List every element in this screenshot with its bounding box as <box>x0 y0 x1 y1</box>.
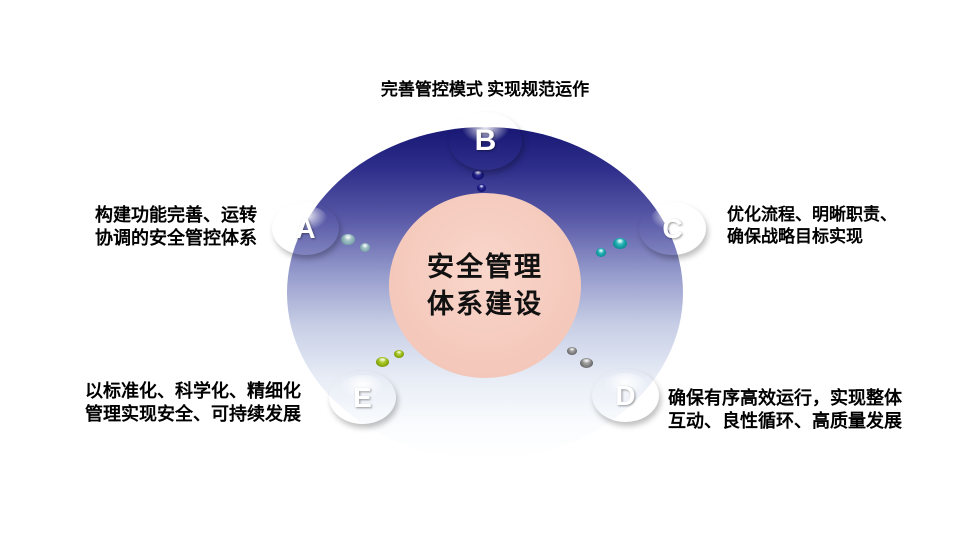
node-letter-b: B <box>474 124 497 157</box>
central-title-line-1: 安全管理 <box>427 252 543 283</box>
connector-dot-a-2 <box>360 243 370 252</box>
node-sphere-e: E <box>329 371 396 424</box>
central-title: 安全管理 体系建设 <box>427 249 543 322</box>
caption-e: 以标准化、科学化、精细化 管理实现安全、可持续发展 <box>74 380 312 427</box>
central-title-line-2: 体系建设 <box>427 288 543 319</box>
caption-a-line-1: 构建功能完善、运转 <box>95 205 257 225</box>
node-letter-a: A <box>295 212 316 244</box>
node-letter-c: C <box>662 212 683 244</box>
caption-d: 确保有序高效运行，实现整体 互动、良性循环、高质量发展 <box>668 387 916 432</box>
connector-dot-e-1 <box>376 357 389 367</box>
connector-dot-e-2 <box>394 350 404 358</box>
caption-d-line-1: 确保有序高效运行，实现整体 <box>668 388 902 408</box>
caption-c: 优化流程、明晰职责、 确保战略目标实现 <box>727 204 922 248</box>
caption-a-line-2: 协调的安全管控体系 <box>95 227 257 248</box>
connector-dot-c-1 <box>613 238 627 249</box>
caption-e-line-2: 管理实现安全、可持续发展 <box>85 404 301 425</box>
central-circle: 安全管理 体系建设 <box>389 193 581 378</box>
caption-b: 完善管控模式 实现规范运作 <box>315 79 655 101</box>
connector-dot-b-1 <box>472 170 484 180</box>
caption-d-line-2: 互动、良性循环、高质量发展 <box>668 410 902 431</box>
node-sphere-d: D <box>592 369 659 422</box>
node-sphere-c: C <box>639 202 706 255</box>
caption-b-line-1: 完善管控模式 实现规范运作 <box>380 80 590 99</box>
caption-e-line-1: 以标准化、科学化、精细化 <box>85 381 301 401</box>
caption-c-line-2: 确保战略目标实现 <box>727 227 863 247</box>
caption-c-line-1: 优化流程、明晰职责、 <box>727 205 897 224</box>
connector-dot-d-2 <box>567 347 577 355</box>
connector-dot-d-1 <box>580 358 593 368</box>
node-letter-d: D <box>615 379 636 411</box>
connector-dot-a-1 <box>341 234 355 245</box>
connector-dot-c-2 <box>596 248 606 257</box>
node-sphere-b: B <box>449 112 522 170</box>
caption-a: 构建功能完善、运转 协调的安全管控体系 <box>82 204 270 249</box>
node-sphere-a: A <box>272 202 339 255</box>
node-letter-e: E <box>353 381 372 413</box>
connector-dot-b-2 <box>477 184 486 192</box>
